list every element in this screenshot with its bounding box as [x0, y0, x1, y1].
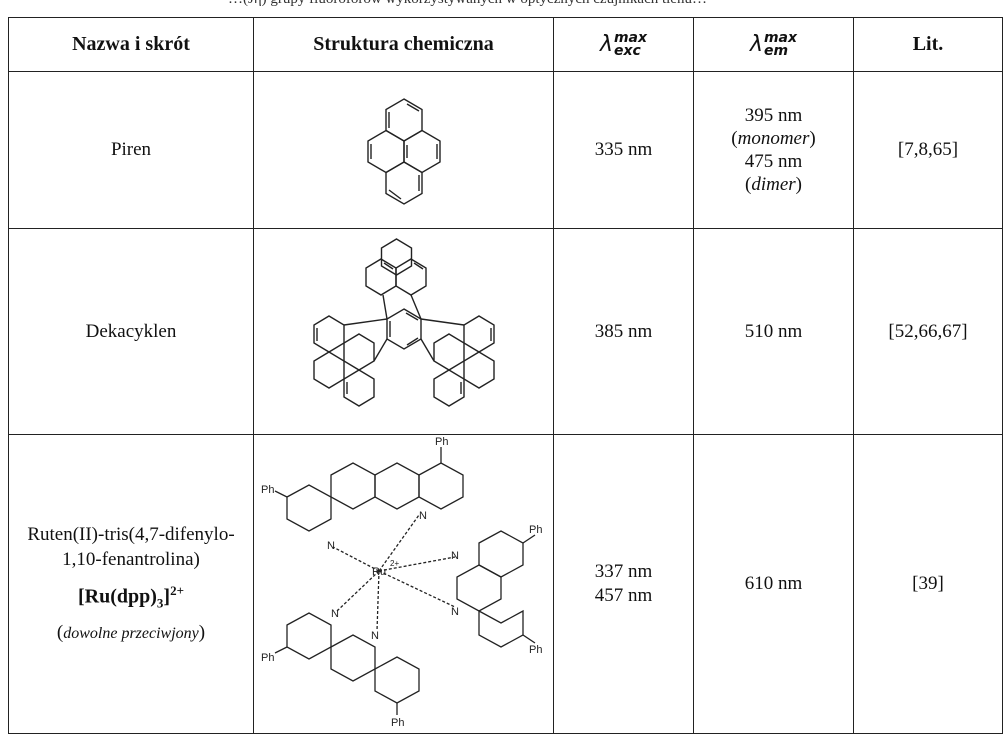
- svg-text:Ph: Ph: [261, 652, 274, 664]
- cut-caption: …(Jη) grupy fluoroforów wykorzystywanych…: [0, 0, 1008, 10]
- cell-em: 395 nm (monomer) 475 nm (dimer): [693, 71, 854, 229]
- header-structure: Struktura chemiczna: [253, 17, 554, 72]
- svg-text:N: N: [331, 608, 339, 620]
- cell-em: 610 nm: [693, 434, 854, 734]
- header-lit: Lit.: [853, 17, 1003, 72]
- cell-exc: 335 nm: [553, 71, 694, 229]
- cell-exc: 337 nm 457 nm: [553, 434, 694, 734]
- name-line-2: 1,10-fenantrolina): [62, 549, 200, 571]
- ru-dpp-structure: Ph Ph Ph Ph Ph Ph N N N N N N Ru 2+: [261, 436, 542, 729]
- cell-structure: [253, 228, 554, 435]
- counterion-note: dowolne przeciwjony: [63, 624, 199, 642]
- em-dimer-value: 475 nm: [744, 151, 803, 172]
- svg-text:N: N: [419, 510, 427, 522]
- cell-em: 510 nm: [693, 228, 854, 435]
- svg-text:N: N: [451, 606, 459, 618]
- svg-text:Ru: Ru: [372, 566, 386, 578]
- cell-lit: [39]: [853, 434, 1003, 734]
- cell-structure: [253, 71, 554, 229]
- table-row: Ruten(II)-tris(4,7-difenylo- 1,10-fenant…: [8, 434, 1003, 734]
- cut-caption-text: …(Jη) grupy fluoroforów wykorzystywanych…: [228, 0, 707, 8]
- cell-exc: 385 nm: [553, 228, 694, 435]
- svg-text:Ph: Ph: [261, 484, 274, 496]
- decacyclene-structure: [312, 238, 495, 407]
- exc-value-1: 337 nm: [594, 561, 653, 582]
- svg-text:Ph: Ph: [391, 717, 404, 727]
- cell-lit: [7,8,65]: [853, 71, 1003, 229]
- em-dimer-note: dimer: [751, 174, 796, 195]
- header-name: Nazwa i skrót: [8, 17, 254, 72]
- exc-value-2: 457 nm: [594, 585, 653, 606]
- svg-text:N: N: [451, 550, 459, 562]
- svg-text:Ph: Ph: [529, 524, 542, 536]
- cell-name: Dekacyklen: [8, 228, 254, 435]
- table-row: Dekacyklen: [8, 228, 1003, 435]
- em-monomer-value: 395 nm: [744, 105, 803, 126]
- svg-text:2+: 2+: [390, 559, 399, 568]
- pyrene-structure: [366, 98, 441, 205]
- em-monomer-note: monomer: [737, 128, 810, 149]
- cell-structure: Ph Ph Ph Ph Ph Ph N N N N N N Ru 2+: [253, 434, 554, 734]
- svg-text:N: N: [327, 540, 335, 552]
- svg-text:Ph: Ph: [529, 644, 542, 656]
- svg-text:N: N: [371, 630, 379, 642]
- cell-name: Piren: [8, 71, 254, 229]
- cell-name: Ruten(II)-tris(4,7-difenylo- 1,10-fenant…: [8, 434, 254, 734]
- svg-text:Ph: Ph: [435, 436, 448, 448]
- table-row: Piren 335 nm 395 nm: [8, 71, 1003, 229]
- cell-lit: [52,66,67]: [853, 228, 1003, 435]
- name-line-1: Ruten(II)-tris(4,7-difenylo-: [27, 524, 235, 546]
- complex-formula: [Ru(dpp)3]2+: [77, 583, 184, 611]
